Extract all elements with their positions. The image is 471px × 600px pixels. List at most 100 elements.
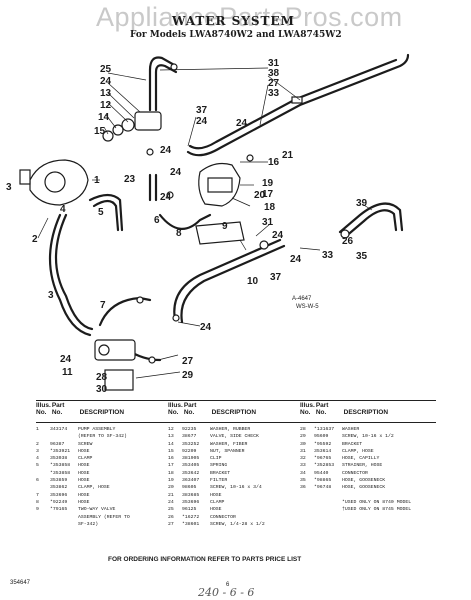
callout-38: 38 bbox=[268, 68, 280, 79]
callout-13: 13 bbox=[100, 88, 112, 99]
illus-number: 21 bbox=[168, 492, 174, 498]
callout-12: 12 bbox=[100, 100, 112, 111]
callout-1: 1 bbox=[94, 175, 100, 186]
part-description: SF-342) bbox=[78, 521, 99, 527]
page-number: 6 bbox=[226, 582, 230, 588]
illus-number: 14 bbox=[168, 441, 174, 447]
part-description: SCREW, 1/4-28 x 1/2 bbox=[210, 521, 265, 527]
part-number: *96765 bbox=[314, 456, 332, 462]
illus-number: 15 bbox=[168, 448, 174, 454]
part-number: 381905 bbox=[182, 456, 200, 462]
part-description: SPRING bbox=[210, 463, 228, 469]
callout-3: 3 bbox=[6, 182, 12, 193]
illus-number: 34 bbox=[300, 470, 306, 476]
pump-housing bbox=[44, 171, 66, 193]
callout-18: 18 bbox=[264, 202, 276, 213]
hose-connector bbox=[291, 96, 303, 104]
pump-mount bbox=[19, 169, 31, 185]
hose-5-inner bbox=[92, 199, 120, 232]
hose-10 bbox=[173, 238, 282, 322]
callout-9: 9 bbox=[222, 221, 228, 232]
part-number: 95440 bbox=[314, 470, 329, 476]
callout-6: 6 bbox=[154, 215, 160, 226]
callout-15: 15 bbox=[94, 126, 106, 137]
diagram-subcode: WS-W-5 bbox=[296, 304, 319, 310]
page-subtitle: For Models LWA8740W2 and LWA8745W2 bbox=[130, 30, 342, 40]
clamp bbox=[170, 63, 178, 71]
illus-number: 31 bbox=[300, 448, 306, 454]
part-description: HOSE bbox=[78, 478, 90, 484]
clamp bbox=[172, 314, 180, 322]
table-header-rule bbox=[36, 422, 436, 423]
part-description: CONNECTOR bbox=[210, 514, 236, 520]
illus-number: 16 bbox=[168, 456, 174, 462]
callout-19: 19 bbox=[262, 178, 274, 189]
part-number: 353696 bbox=[50, 492, 68, 498]
part-number: 353642 bbox=[182, 470, 200, 476]
part-description: TWO-WAY VALVE bbox=[78, 507, 116, 513]
illus-number: 27 bbox=[168, 521, 174, 527]
illus-number: 35 bbox=[300, 478, 306, 484]
bracket bbox=[195, 221, 245, 245]
callout-17: 17 bbox=[262, 189, 274, 200]
callout-24h: 24 bbox=[200, 322, 212, 333]
part-number: 363407 bbox=[182, 478, 200, 484]
part-number: 353252 bbox=[182, 441, 200, 447]
callout-5: 5 bbox=[98, 207, 104, 218]
part-description: HOSE bbox=[78, 470, 90, 476]
illus-number: 17 bbox=[168, 463, 174, 469]
part-number: 353405 bbox=[182, 463, 200, 469]
part-description: HOSE, GOOSENECK bbox=[342, 485, 386, 491]
handwritten-note: 240 - 6 - 6 bbox=[198, 586, 255, 599]
clamp bbox=[166, 191, 174, 199]
hose-3-inner bbox=[54, 213, 94, 331]
callout-35: 35 bbox=[356, 251, 368, 262]
hose-25-inner bbox=[154, 64, 178, 112]
callout-21: 21 bbox=[282, 150, 294, 161]
callout-24f: 24 bbox=[290, 254, 302, 265]
callout-24: 24 bbox=[100, 76, 112, 87]
part-description: CONNECTOR bbox=[342, 470, 368, 476]
hose-10-inner bbox=[180, 244, 286, 324]
rubber-washer bbox=[121, 118, 135, 132]
part-description: PUMP ASSEMBLY bbox=[78, 427, 116, 432]
part-description: HOSE, GOOSENECK bbox=[342, 478, 386, 484]
clamp bbox=[136, 296, 144, 304]
illus-number: 36 bbox=[300, 485, 306, 491]
callout-24j: 24 bbox=[160, 192, 172, 203]
part-description: WASHER bbox=[342, 427, 360, 432]
callout-10: 10 bbox=[247, 276, 259, 287]
callout-26: 26 bbox=[342, 236, 354, 247]
part-number: *92249 bbox=[50, 499, 68, 505]
exploded-parts-diagram: 25 24 13 12 14 15 31 38 27 33 1 3 2 5 4 … bbox=[6, 53, 410, 395]
part-description: HOSE bbox=[78, 463, 90, 469]
clamp bbox=[146, 148, 154, 156]
illus-number: 1 bbox=[36, 427, 39, 432]
callout-37: 37 bbox=[196, 105, 208, 116]
callout-numbers: 25 24 13 12 14 15 31 38 27 33 1 3 2 5 4 … bbox=[6, 58, 368, 395]
illus-number: 3 bbox=[36, 448, 39, 454]
screw bbox=[148, 356, 156, 364]
part-description: HOSE bbox=[78, 499, 90, 505]
part-description: WASHER, RUBBER bbox=[210, 427, 251, 432]
illus-number: 19 bbox=[168, 478, 174, 484]
part-number: 383685 bbox=[182, 492, 200, 498]
watermark: AppliancePartsPros.com bbox=[96, 2, 403, 32]
hose-35-36-inner bbox=[342, 209, 398, 240]
callout-23: 23 bbox=[124, 174, 136, 185]
illus-number: 26 bbox=[168, 514, 174, 520]
part-description: CLAMP bbox=[78, 456, 93, 462]
part-number: *98865 bbox=[314, 478, 332, 484]
illus-number: 33 bbox=[300, 463, 306, 469]
spanner-nut bbox=[102, 130, 114, 142]
part-number: 96125 bbox=[182, 507, 197, 513]
callout-27b: 27 bbox=[182, 356, 194, 367]
callout-20: 20 bbox=[254, 190, 266, 201]
callout-30: 30 bbox=[96, 384, 108, 395]
illus-number: 30 bbox=[300, 441, 306, 447]
part-description: BRACKET bbox=[342, 441, 363, 447]
callout-33b: 33 bbox=[322, 250, 334, 261]
side-check-valve bbox=[134, 111, 162, 131]
